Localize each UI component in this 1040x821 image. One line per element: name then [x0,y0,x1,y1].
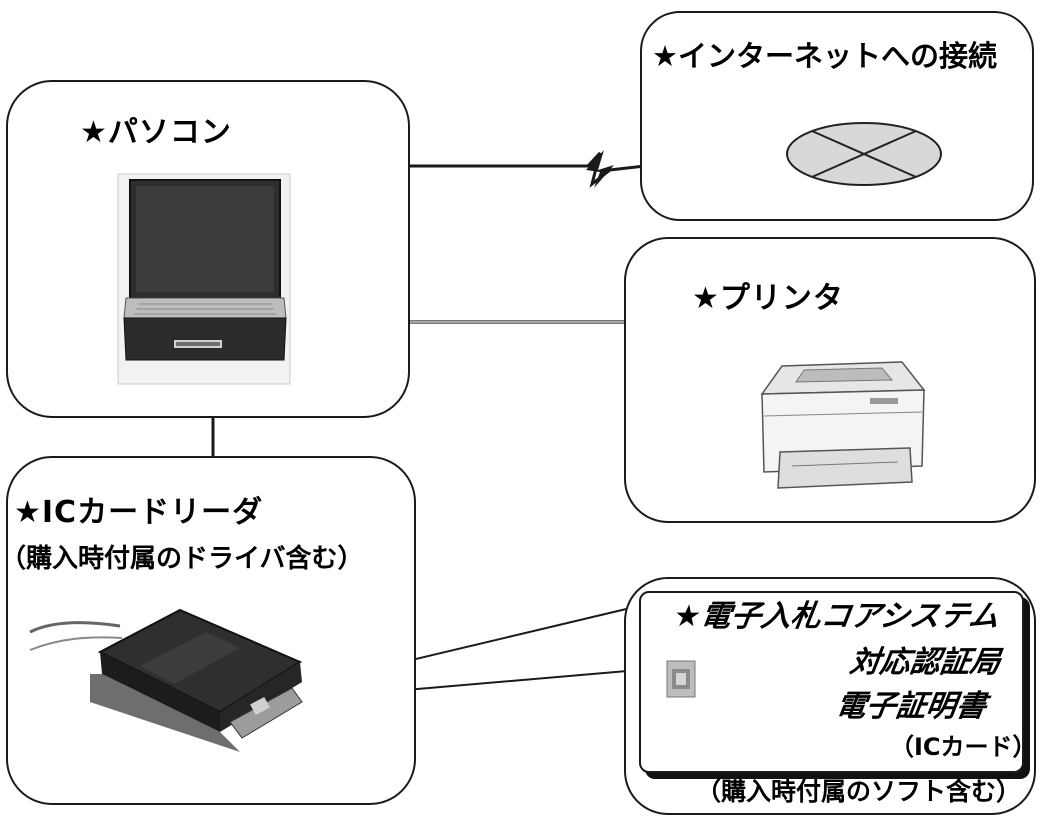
ic-card-reader-icon [29,608,303,752]
ic-card-icon [666,660,696,698]
printer-icon [760,361,926,489]
certificate-line4: （ICカード） [890,733,1037,761]
laptop-icon [117,173,291,385]
certificate-line2: 対応認証局 [847,645,1003,680]
network-cloud-icon [786,122,942,186]
internet-title: ★インターネットへの接続 [652,39,997,73]
certificate-inner-box [639,591,1024,773]
internet-box [640,11,1034,221]
reader-title: ★ICカードリーダ [14,495,264,530]
printer-title: ★プリンタ [692,281,844,316]
certificate-line3: 電子証明書 [833,689,989,724]
certificate-title: ★電子入札コアシステム [671,599,1002,634]
lightning-bolt [586,150,614,188]
certificate-note: （購入時付属のソフト含む） [696,777,1022,806]
pc-title: ★パソコン [80,115,232,150]
reader-note: （購入時付属のドライバ含む） [0,544,364,574]
